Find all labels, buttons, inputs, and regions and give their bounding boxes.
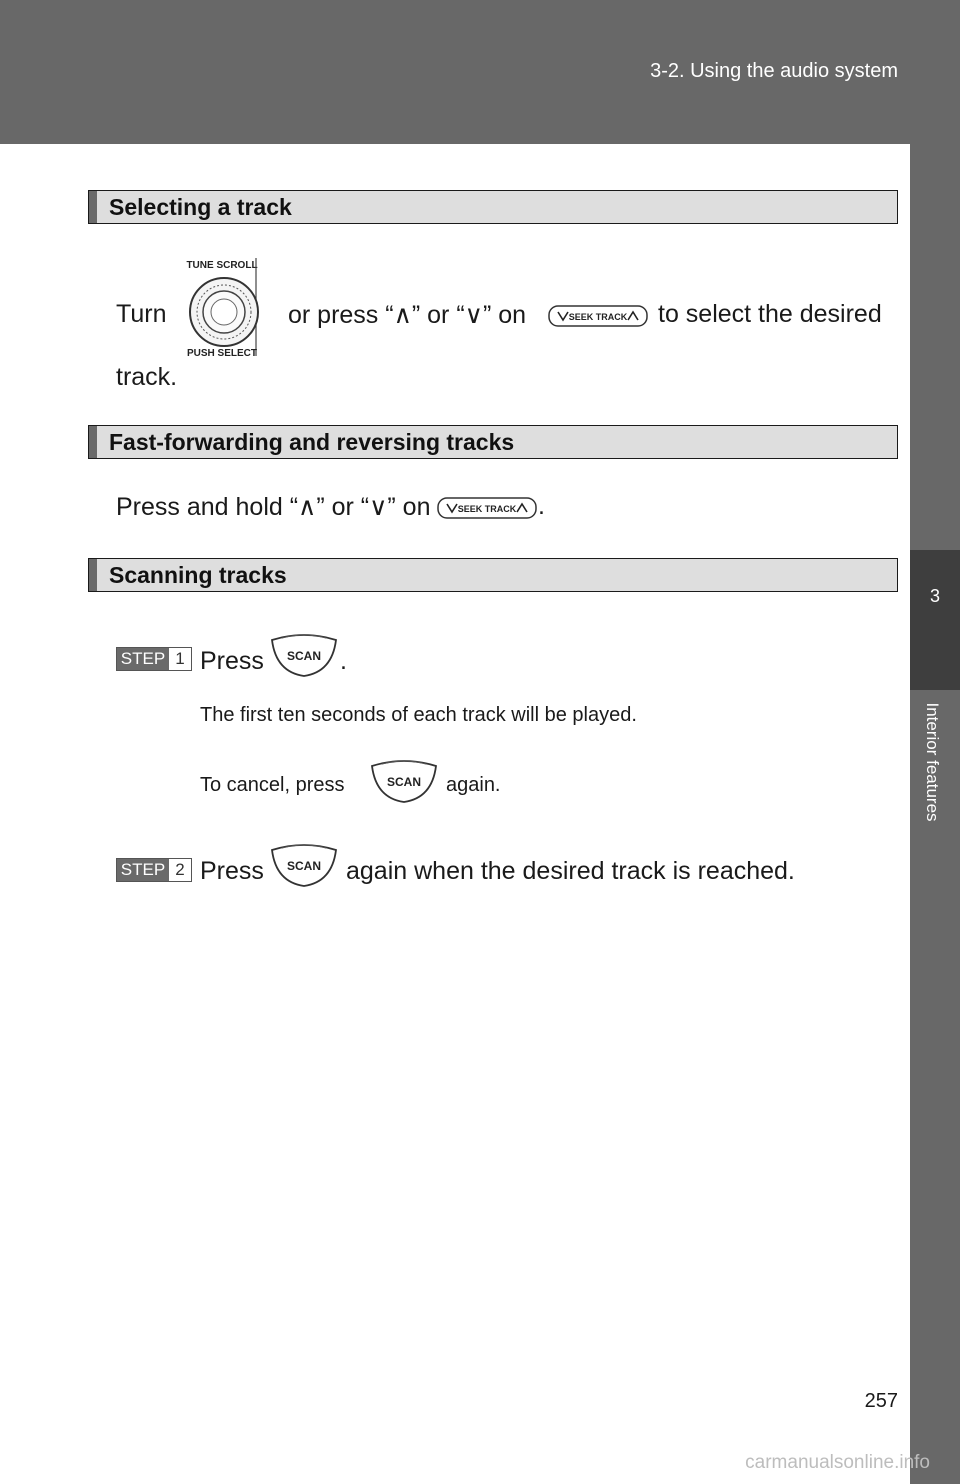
to-select-text: to select the desired (658, 300, 882, 328)
step-1-press-text: Press (200, 647, 264, 675)
scan-button-icon: SCAN (268, 632, 340, 678)
side-tab-label: Interior features (923, 702, 942, 822)
side-tab-active (910, 550, 960, 690)
side-tab-strip-top (910, 144, 960, 550)
period-text: . (538, 492, 545, 520)
seek-track-button-icon: SEEK TRACK (548, 305, 648, 327)
page-header: 3-2. Using the audio system (0, 0, 960, 144)
press-hold-text: Press and hold “∧” or “∨” on (116, 493, 431, 521)
seek-track-button-icon: SEEK TRACK (437, 497, 537, 519)
page-number: 257 (864, 1390, 898, 1412)
watermark: carmanualsonline.info (745, 1452, 930, 1473)
section-heading-fastforward: Fast-forwarding and reversing tracks (88, 425, 898, 459)
scan-label: SCAN (387, 775, 421, 789)
or-press-text: or press “∧” or “∨” on (288, 301, 527, 329)
section-heading-selecting: Selecting a track (88, 190, 898, 224)
step-2-press-text: Press (200, 857, 264, 885)
step-1-badge: STEP 1 (116, 647, 192, 671)
side-tab-strip-bottom (910, 690, 960, 1484)
scan-button-icon: SCAN (368, 758, 440, 804)
knob-top-label: TUNE SCROLL (186, 260, 257, 271)
section-heading-text: Fast-forwarding and reversing tracks (109, 429, 515, 455)
step-label: STEP (117, 859, 169, 881)
section-heading-scanning: Scanning tracks (88, 558, 898, 592)
header-title: 3-2. Using the audio system (650, 60, 898, 82)
scan-note-2-before: To cancel, press (200, 774, 345, 796)
step-2-badge: STEP 2 (116, 858, 192, 882)
step-number: 2 (175, 860, 185, 879)
step-1-period: . (340, 647, 347, 675)
turn-text: Turn (116, 300, 167, 328)
knob-bottom-label: PUSH SELECT (187, 348, 257, 359)
scan-button-icon: SCAN (268, 842, 340, 888)
tune-scroll-knob-icon: TUNE SCROLL PUSH SELECT (186, 256, 276, 360)
seek-track-label: SEEK TRACK (569, 312, 628, 322)
step-number: 1 (175, 649, 185, 668)
step-label: STEP (117, 648, 169, 670)
scan-label: SCAN (287, 649, 321, 663)
scan-note-1: The first ten seconds of each track will… (200, 704, 637, 726)
track-text: track. (116, 363, 178, 391)
seek-track-label: SEEK TRACK (458, 504, 517, 514)
side-tab-number: 3 (929, 586, 940, 606)
step-2-after-text: again when the desired track is reached. (346, 857, 795, 885)
scan-label: SCAN (287, 859, 321, 873)
scan-note-2-after: again. (446, 774, 501, 796)
section-heading-text: Scanning tracks (109, 562, 287, 588)
section-heading-text: Selecting a track (109, 194, 292, 220)
